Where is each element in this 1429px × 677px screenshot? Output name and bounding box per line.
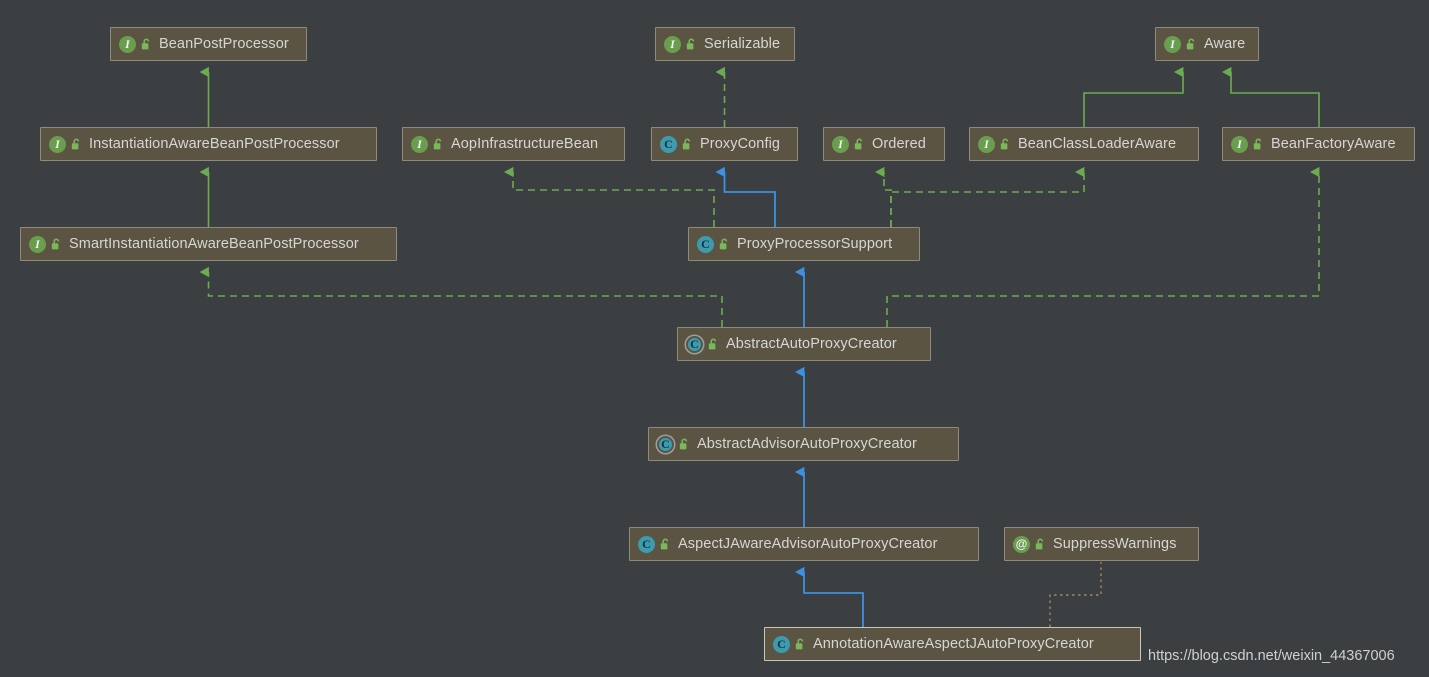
public-lock-icon (1035, 538, 1044, 549)
uml-node-label: Aware (1204, 36, 1246, 52)
uml-node-SmartInstantiationAwareBeanPostProcessor[interactable]: I SmartInstantiationAwareBeanPostProcesso… (20, 227, 397, 261)
uml-node-label: BeanClassLoaderAware (1018, 136, 1177, 152)
public-lock-icon (51, 238, 60, 249)
class-icon: C (660, 135, 677, 153)
public-lock-icon (1000, 138, 1009, 149)
uml-node-Ordered[interactable]: I Ordered (823, 127, 945, 161)
public-lock-icon (660, 538, 669, 549)
uml-node-label: AbstractAutoProxyCreator (726, 336, 897, 352)
uml-node-label: AspectJAwareAdvisorAutoProxyCreator (678, 536, 938, 552)
uml-node-label: InstantiationAwareBeanPostProcessor (89, 136, 340, 152)
uml-node-Serializable[interactable]: I Serializable (655, 27, 795, 61)
uml-node-SuppressWarnings[interactable]: @ SuppressWarnings (1004, 527, 1199, 561)
interface-icon: I (664, 35, 681, 53)
public-lock-icon (71, 138, 80, 149)
edge-proxyprocessorsupport-to-ordered (874, 166, 892, 227)
annotation-icon: @ (1013, 535, 1030, 553)
edge-proxyprocessorsupport-to-proxyconfig (715, 166, 776, 227)
abstract-class-icon: C (688, 337, 701, 351)
uml-node-label: BeanFactoryAware (1271, 136, 1396, 152)
public-lock-icon (433, 138, 442, 149)
uml-node-BeanPostProcessor[interactable]: I BeanPostProcessor (110, 27, 307, 61)
edge-proxyprocessorsupport-to-beanclassloaderaware (890, 166, 1085, 227)
uml-node-ProxyConfig[interactable]: C ProxyConfig (651, 127, 798, 161)
class-icon: C (773, 635, 790, 653)
public-lock-icon (795, 638, 804, 649)
uml-node-AspectJAwareAdvisorAutoProxyCreator[interactable]: C AspectJAwareAdvisorAutoProxyCreator (629, 527, 979, 561)
uml-node-label: AopInfrastructureBean (451, 136, 599, 152)
edge-abstractautoproxycreator-to-smartinstantiationaware (199, 266, 723, 327)
uml-node-ProxyProcessorSupport[interactable]: C ProxyProcessorSupport (688, 227, 920, 261)
interface-icon: I (119, 35, 136, 53)
interface-icon: I (411, 135, 428, 153)
uml-node-AopInfrastructureBean[interactable]: I AopInfrastructureBean (402, 127, 625, 161)
public-lock-icon (141, 38, 150, 49)
interface-icon: I (1164, 35, 1181, 53)
uml-node-AnnotationAwareAspectJAutoProxyCreator[interactable]: C AnnotationAwareAspectJAutoProxyCreator (764, 627, 1141, 661)
uml-node-label: Serializable (704, 36, 781, 52)
public-lock-icon (1186, 38, 1195, 49)
uml-node-AbstractAutoProxyCreator[interactable]: C AbstractAutoProxyCreator (677, 327, 931, 361)
edge-beanfactoryaware-to-aware (1221, 66, 1320, 127)
uml-node-Aware[interactable]: I Aware (1155, 27, 1259, 61)
uml-node-label: SuppressWarnings (1053, 536, 1177, 552)
public-lock-icon (686, 38, 695, 49)
interface-icon: I (978, 135, 995, 153)
public-lock-icon (679, 438, 688, 449)
interface-icon: I (1231, 135, 1248, 153)
public-lock-icon (708, 338, 717, 349)
edge-beanclassloaderaware-to-aware (1083, 66, 1184, 127)
uml-node-label: AbstractAdvisorAutoProxyCreator (697, 436, 917, 452)
public-lock-icon (854, 138, 863, 149)
uml-node-InstantiationAwareBeanPostProcessor[interactable]: I InstantiationAwareBeanPostProcessor (40, 127, 377, 161)
uml-node-BeanFactoryAware[interactable]: I BeanFactoryAware (1222, 127, 1415, 161)
uml-node-label: BeanPostProcessor (159, 36, 289, 52)
interface-icon: I (29, 235, 46, 253)
uml-node-label: ProxyProcessorSupport (737, 236, 893, 252)
class-icon: C (697, 235, 714, 253)
uml-node-label: ProxyConfig (700, 136, 781, 152)
edge-abstractautoproxycreator-to-beanfactoryaware (886, 166, 1320, 327)
public-lock-icon (1253, 138, 1262, 149)
uml-node-label: Ordered (872, 136, 926, 152)
interface-icon: I (49, 135, 66, 153)
class-icon: C (638, 535, 655, 553)
public-lock-icon (719, 238, 728, 249)
abstract-class-icon: C (659, 437, 672, 451)
edge-proxyprocessorsupport-to-aopinfrastructurebean (503, 166, 715, 227)
uml-node-BeanClassLoaderAware[interactable]: I BeanClassLoaderAware (969, 127, 1199, 161)
edge-annotationaware-to-suppresswarnings (1049, 562, 1102, 627)
uml-node-label: SmartInstantiationAwareBeanPostProcessor (69, 236, 359, 252)
uml-node-label: AnnotationAwareAspectJAutoProxyCreator (813, 636, 1094, 652)
interface-icon: I (832, 135, 849, 153)
uml-node-AbstractAdvisorAutoProxyCreator[interactable]: C AbstractAdvisorAutoProxyCreator (648, 427, 959, 461)
public-lock-icon (682, 138, 691, 149)
edge-annotationaware-to-aspectjaware (794, 566, 864, 627)
csdn-watermark: https://blog.csdn.net/weixin_44367006 (1148, 648, 1395, 664)
